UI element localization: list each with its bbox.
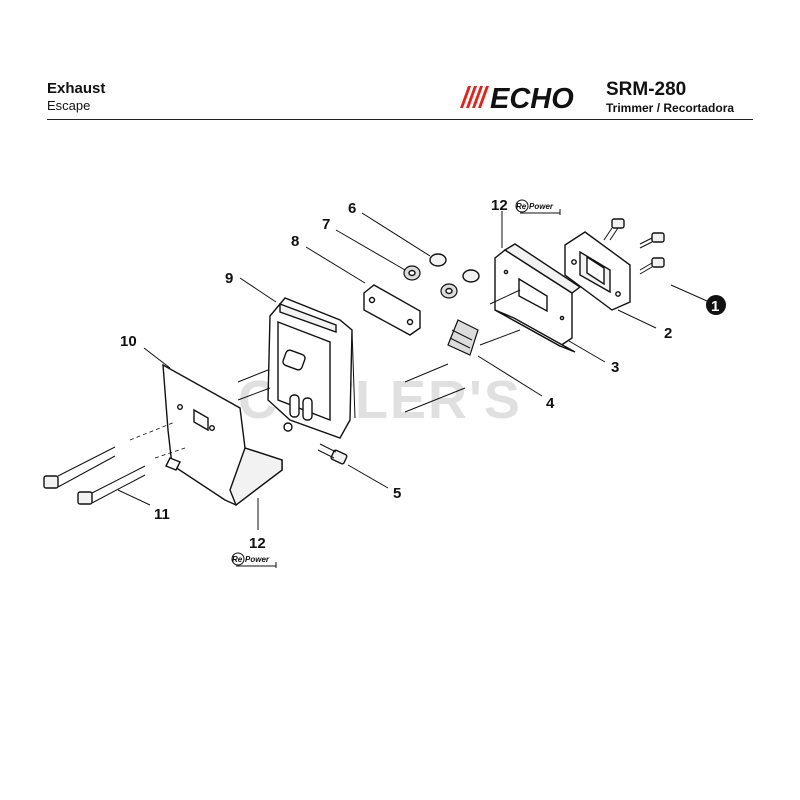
bolt-set-1	[603, 218, 665, 275]
long-bolt	[43, 446, 116, 489]
long-bolt-set	[43, 446, 146, 505]
callouts: 6 7 8 9 10 12 2 3 4 5 11 12	[120, 197, 672, 552]
callout-8: 8	[291, 233, 299, 250]
callout-12-bottom: 12	[249, 535, 266, 552]
callout-6: 6	[348, 200, 356, 217]
page-subtitle: Escape	[47, 98, 91, 113]
leader-lines	[117, 211, 708, 530]
echo-logo: ECHO	[460, 83, 574, 114]
muffler-bolt	[317, 443, 348, 465]
callout-4: 4	[546, 395, 555, 412]
nut-set-6	[429, 253, 480, 283]
repower-prefix: Re	[516, 202, 527, 211]
callout-11: 11	[154, 506, 170, 523]
callout-10: 10	[120, 333, 137, 350]
callout-2: 2	[664, 325, 672, 342]
spark-arrestor-screen	[447, 319, 479, 356]
callout-5: 5	[393, 485, 401, 502]
callout-1: 1	[711, 298, 719, 315]
product-name: Trimmer / Recortadora	[606, 101, 735, 115]
muffler-body	[267, 297, 356, 439]
long-bolt	[77, 465, 146, 505]
repower-badge-top: Re Power	[515, 199, 561, 215]
repower-suffix: Power	[529, 202, 554, 211]
exhaust-gasket-plate	[564, 231, 631, 311]
header-right: SRM-280 Trimmer / Recortadora	[606, 80, 734, 116]
repower-badge-bottom: Re Power	[231, 552, 277, 568]
header-left: Exhaust Escape	[47, 80, 105, 114]
callout-1-badge: 1	[706, 295, 726, 315]
page-title: Exhaust	[47, 80, 106, 97]
washer-set-7	[403, 265, 458, 299]
heat-shield	[162, 363, 283, 507]
callout-3: 3	[611, 359, 619, 376]
muffler-plate	[363, 284, 421, 336]
repower-suffix: Power	[245, 555, 270, 564]
callout-12-top: 12	[491, 197, 508, 214]
repower-prefix: Re	[232, 555, 243, 564]
callout-7: 7	[322, 216, 330, 233]
bolt	[603, 218, 625, 241]
header-rule	[47, 119, 753, 120]
bolt	[639, 232, 665, 249]
bolt	[639, 257, 665, 275]
brand-wordmark: ECHO	[490, 83, 574, 114]
muffler-cover-bracket	[494, 243, 582, 353]
model-number: SRM-280	[606, 79, 687, 100]
callout-9: 9	[225, 270, 233, 287]
